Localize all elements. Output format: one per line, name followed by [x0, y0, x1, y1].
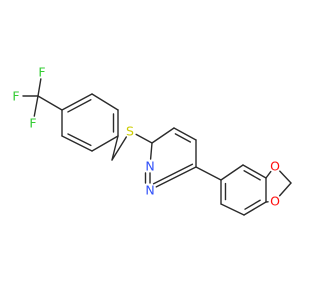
- bond-ring-b-5: [151, 143, 152, 159]
- atom-label-fluorine-left: F: [12, 89, 19, 104]
- bond-ring-b-double-2: [154, 164, 193, 183]
- bond-ring-c-double-1: [244, 171, 260, 180]
- atom-label-fluorine-top: F: [38, 65, 45, 80]
- bond-ring-b-0: [152, 128, 174, 143]
- molecule-canvas: F F F S N N O O: [0, 0, 300, 300]
- bond-o-ch2-bottom: [280, 183, 291, 196]
- bond-ring-c-double-2: [245, 200, 260, 209]
- atom-label-oxygen-bottom: O: [270, 194, 280, 209]
- bond-lines: [23, 79, 291, 215]
- bond-o-ch2-top: [280, 171, 291, 183]
- bond-c-f-bottom: [34, 96, 38, 116]
- bond-ring-c-4: [221, 204, 244, 215]
- atom-label-oxygen-top: O: [270, 159, 280, 174]
- atom-label-nitrogen-2: N: [145, 183, 154, 198]
- bond-cf3-ring: [38, 96, 62, 110]
- bond-ring-b-3: [156, 167, 196, 187]
- atom-label-fluorine-bottom: F: [29, 116, 36, 131]
- bond-pyridazine-benzo: [196, 167, 221, 180]
- bond-ring-a-1: [92, 94, 118, 110]
- structure-diagram: F F F S N N O O: [0, 0, 300, 300]
- bond-s-pyridazine: [136, 134, 152, 143]
- atom-labels: F F F S N N O O: [12, 65, 280, 209]
- bond-ch2-s: [112, 137, 126, 160]
- atom-label-sulfur: S: [126, 124, 134, 139]
- bond-c-f-top: [38, 79, 41, 96]
- atom-label-nitrogen-1: N: [145, 159, 154, 174]
- bond-ring-a-double-1: [68, 100, 91, 112]
- bond-ring-a-double-3: [68, 134, 91, 145]
- bond-ring-b-1: [174, 128, 196, 140]
- bond-ring-c-0: [221, 165, 243, 180]
